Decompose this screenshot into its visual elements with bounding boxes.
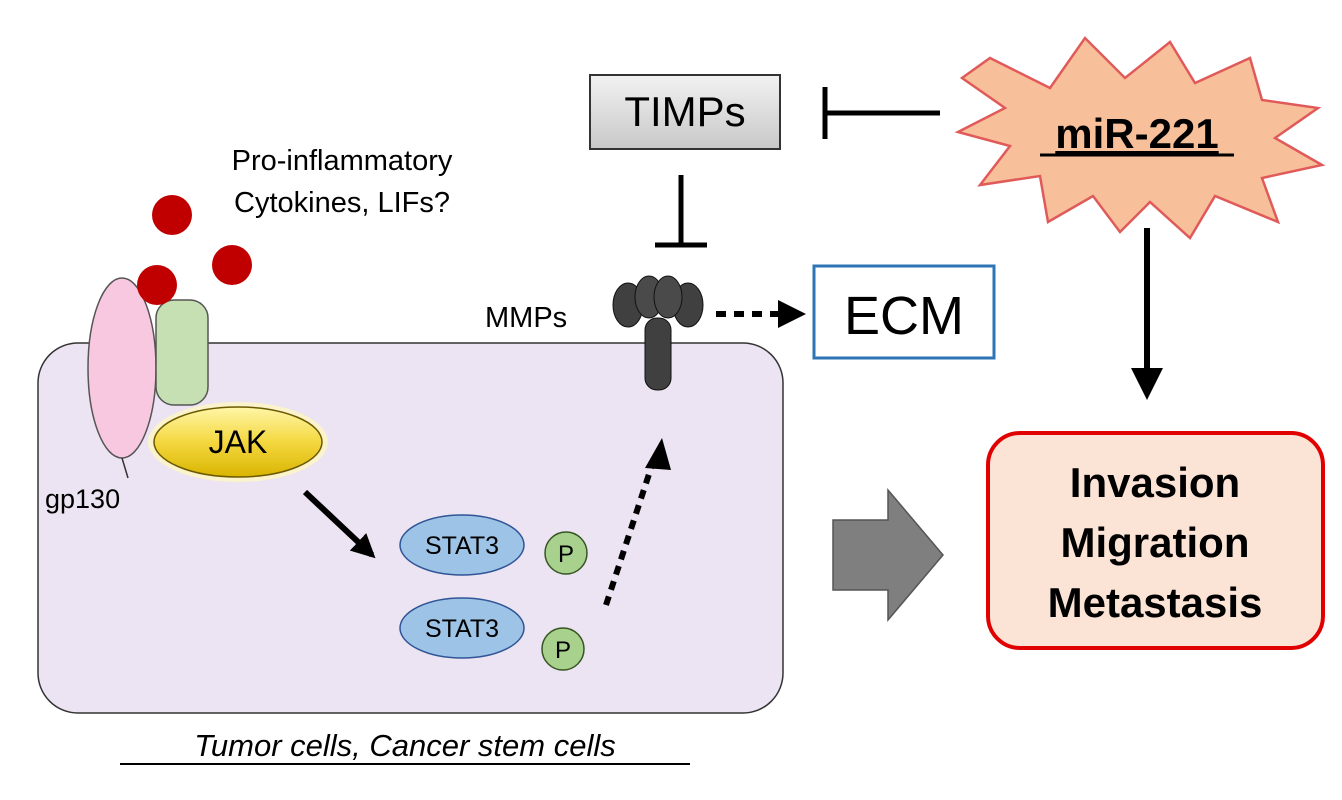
mmps-to-ecm-arrowhead bbox=[778, 300, 806, 328]
jak-to-stat3-arrow bbox=[302, 489, 376, 559]
stat3-top-label: STAT3 bbox=[425, 532, 499, 560]
ecm-label: ECM bbox=[844, 286, 964, 346]
jak-kinase bbox=[153, 406, 323, 478]
stat3-top bbox=[399, 514, 525, 576]
outcome-box bbox=[986, 431, 1325, 650]
gp130-receptor bbox=[87, 277, 157, 459]
gp130-pointer bbox=[121, 457, 129, 479]
phospho-bottom bbox=[541, 627, 585, 671]
jak-label: JAK bbox=[209, 424, 268, 460]
ecm-box bbox=[812, 264, 996, 360]
outcome-line1: Invasion bbox=[1070, 459, 1240, 506]
stat3-bottom-label: STAT3 bbox=[425, 615, 499, 643]
cell-to-outcome-arrow bbox=[832, 487, 944, 623]
timps-label: TIMPs bbox=[624, 88, 745, 135]
cytokine-receptor bbox=[155, 299, 209, 406]
phospho-top-label: P bbox=[558, 541, 574, 568]
stat3-bottom bbox=[399, 597, 525, 659]
cytokines-label-line2: Cytokines, LIFs? bbox=[234, 187, 450, 219]
cell-caption: Tumor cells, Cancer stem cells bbox=[194, 728, 615, 763]
mmp-protein bbox=[612, 275, 704, 391]
gp130-label: gp130 bbox=[45, 484, 120, 514]
phospho-top bbox=[544, 531, 588, 575]
stat3-to-mmps-arrow bbox=[603, 464, 655, 606]
phospho-bottom-label: P bbox=[555, 637, 571, 664]
cytokine-dot bbox=[152, 195, 192, 235]
cytokines-label-line1: Pro-inflammatory bbox=[232, 145, 453, 177]
mir221-label: miR-221 bbox=[1055, 110, 1218, 157]
mir221-starburst bbox=[954, 36, 1326, 240]
cytokine-dot bbox=[137, 265, 177, 305]
cytokine-dot bbox=[212, 245, 252, 285]
mmps-label: MMPs bbox=[485, 302, 567, 334]
mir-to-outcome-arrowhead bbox=[1131, 368, 1163, 400]
stat3-to-mmps-arrowhead bbox=[645, 438, 671, 470]
outcome-line2: Migration bbox=[1061, 519, 1250, 566]
outcome-line3: Metastasis bbox=[1048, 579, 1263, 626]
timps-box bbox=[589, 74, 781, 150]
